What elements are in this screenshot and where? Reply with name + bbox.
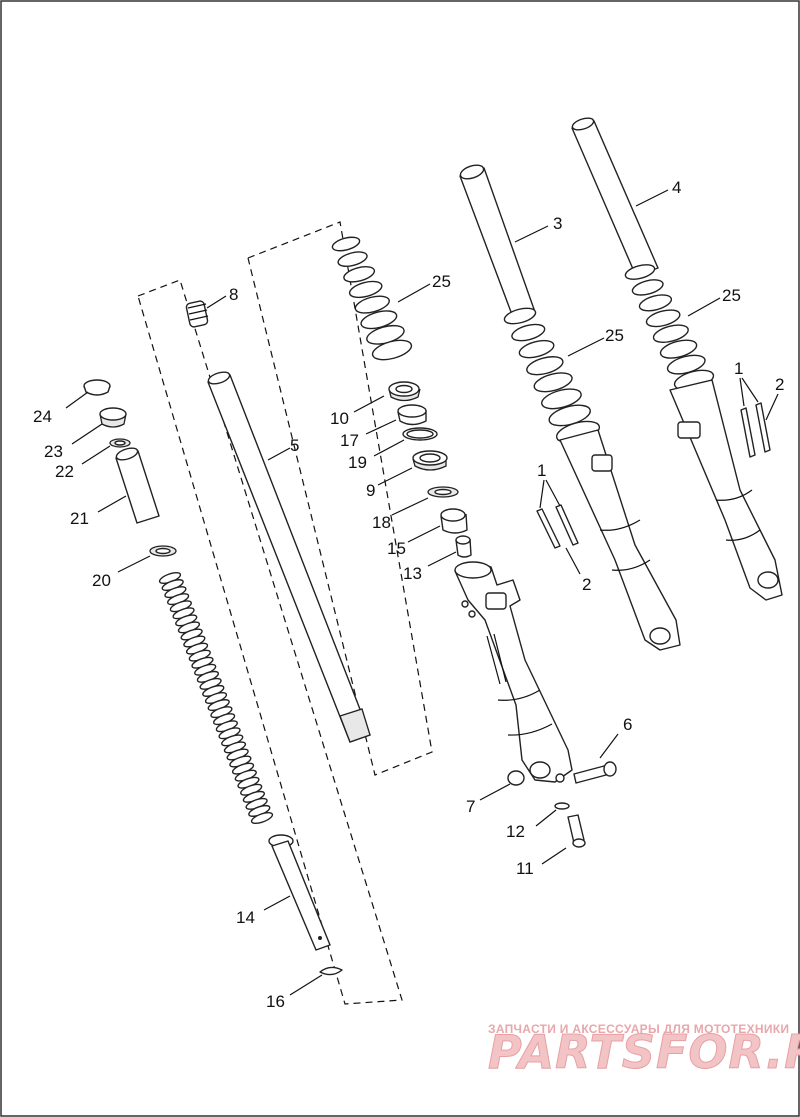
callout-10: 10 [330,409,349,428]
callout-14: 14 [236,908,255,927]
boot-fold [511,323,546,342]
callout-23: 23 [44,442,63,461]
part-17-bushing [397,404,427,426]
boot-fold [331,236,361,252]
callout-3: 3 [553,214,562,233]
part-25-dust-boot-center [503,307,601,444]
leader-lines [65,189,779,996]
callout-1-right: 1 [734,359,743,378]
callout-13: 13 [403,564,422,583]
callout-8: 8 [229,285,238,304]
boot-fold [638,294,673,312]
callout-25-right: 25 [722,286,741,305]
part-5-damper-tube [207,371,371,743]
boot-fold [659,339,698,359]
part-4-fork-assembly [571,117,659,277]
boot-fold [343,266,376,283]
boot-fold [348,280,383,299]
boot-fold [533,372,573,393]
callout-7: 7 [466,797,475,816]
part-14-rebound-rod [268,834,331,951]
callout-5: 5 [290,436,299,455]
watermark-tagline: ЗАПЧАСТИ И АКСЕССУАРЫ ДЛЯ МОТОТЕХНИКИ [488,1022,789,1036]
callout-11: 11 [516,859,534,878]
boot-fold [624,264,656,280]
part-1-ring-center [536,504,579,549]
callout-12: 12 [506,822,525,841]
part-11-bolt [567,814,586,848]
boot-fold [518,339,555,359]
part-6-bolt [573,761,617,784]
part-1-ring-right [740,402,771,458]
callout-19: 19 [348,453,367,472]
part-21-spacer [115,447,160,524]
part-13-cone [455,535,472,558]
center-fork-lower [559,429,681,651]
boot-fold [645,309,681,328]
boot-fold [337,251,368,267]
callout-24: 24 [33,407,52,426]
callout-25-left: 25 [432,272,451,291]
part-20-washer [149,545,177,557]
part-23-nut [99,407,127,428]
callout-15: 15 [387,539,406,558]
part-7-nut [507,770,525,786]
part-19-ring [402,427,438,441]
callout-17: 17 [340,431,359,450]
part-15-bushing [440,508,468,534]
part-9-oil-seal [412,450,448,471]
callout-6: 6 [623,715,632,734]
spring-coil [250,811,274,825]
callout-1-center: 1 [537,461,546,480]
boot-fold [354,295,390,314]
part-18-washer [427,486,459,498]
boot-fold [652,324,689,344]
callout-2-center: 2 [582,575,591,594]
callout-20: 20 [92,571,111,590]
callout-21: 21 [70,509,89,528]
watermark-logo: PARTSFOR.RU [488,1025,800,1079]
part-8-spring [185,300,209,328]
right-fork-lower [669,379,783,601]
spring-assembly-dashed-group [137,279,403,1005]
callout-18: 18 [372,513,391,532]
callout-16: 16 [266,992,285,1011]
callout-25-center: 25 [605,326,624,345]
part-3-fork-assembly [459,164,536,321]
callout-2-right: 2 [775,375,784,394]
callout-22: 22 [55,462,74,481]
part-25-dust-boot [331,236,413,361]
tube-assembly-dashed-group [247,221,433,776]
part-22-ring [109,438,131,448]
lower-fork-slider [454,561,573,783]
boot-fold [503,307,537,325]
part-25-dust-boot-right [624,264,715,391]
callout-9: 9 [366,481,375,500]
part-16-clip [319,966,343,976]
part-10-bushing [388,381,421,402]
boot-fold [371,339,413,361]
part-24-cap [83,379,111,396]
main-spring [158,571,274,825]
boot-fold [526,356,564,376]
part-12-washer [554,802,570,810]
callout-4: 4 [672,178,681,197]
boot-fold [631,279,664,296]
boot-fold [541,388,582,410]
